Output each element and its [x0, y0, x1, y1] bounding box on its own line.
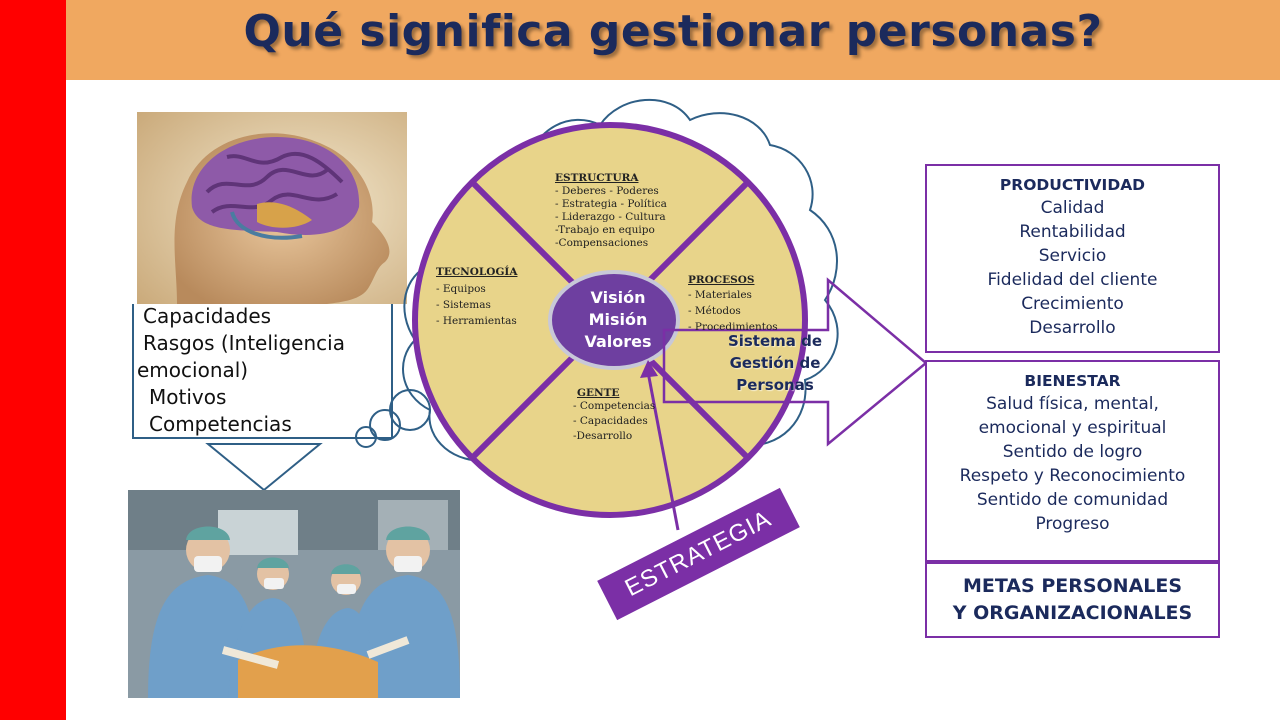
- bienestar-item: Sentido de logro: [1002, 442, 1143, 462]
- bienestar-item: Sentido de comunidad: [976, 490, 1169, 510]
- trait-capacidades: Capacidades: [143, 304, 272, 328]
- segment-estructura: ESTRUCTURA - Deberes - Poderes - Estrate…: [555, 172, 667, 250]
- trait-emocional: emocional): [137, 358, 249, 382]
- gente-item: - Competencias: [573, 400, 656, 412]
- center-mision: Misión: [588, 310, 648, 329]
- estructura-item: - Deberes - Poderes: [555, 185, 659, 197]
- title-bar: [66, 0, 1280, 80]
- gente-heading: GENTE: [577, 387, 620, 399]
- productividad-item: Rentabilidad: [1019, 222, 1126, 242]
- metas-line: Y ORGANIZACIONALES: [952, 602, 1193, 624]
- procesos-item: - Materiales: [688, 289, 752, 301]
- left-red-bar: [0, 0, 66, 720]
- gente-item: - Capacidades: [573, 415, 648, 427]
- system-label-line: Sistema de: [727, 332, 823, 350]
- system-label: Sistema de Gestión de Personas: [710, 330, 840, 396]
- estructura-item: - Estrategia - Política: [555, 198, 667, 210]
- traits-list: Capacidades Rasgos (Inteligencia emocion…: [137, 303, 345, 438]
- procesos-heading: PROCESOS: [688, 274, 755, 286]
- bienestar-heading: BIENESTAR: [1024, 372, 1121, 390]
- productividad-item: Crecimiento: [1021, 294, 1124, 314]
- bienestar-item: Respeto y Reconocimiento: [959, 466, 1186, 486]
- gente-item: -Desarrollo: [573, 430, 633, 442]
- thought-cloud: [402, 99, 839, 501]
- segment-tecnologia: TECNOLOGÍA - Equipos - Sistemas - Herram…: [436, 266, 517, 328]
- procesos-item: - Métodos: [688, 305, 741, 317]
- slide-title: Qué significa gestionar personas?: [243, 6, 1103, 57]
- tecnologia-item: - Herramientas: [436, 315, 517, 327]
- surgery-team-image: [128, 490, 460, 698]
- center-valores: Valores: [584, 332, 652, 351]
- bienestar-item: Salud física, mental,: [986, 394, 1159, 414]
- metas-line: METAS PERSONALES: [962, 575, 1183, 597]
- bienestar-item: emocional y espiritual: [978, 418, 1167, 438]
- bienestar-item: Progreso: [1035, 514, 1110, 534]
- tecnologia-item: - Equipos: [436, 283, 486, 295]
- estructura-item: -Compensaciones: [555, 237, 649, 249]
- segment-gente: GENTE - Competencias - Capacidades -Desa…: [573, 387, 655, 443]
- estructura-item: -Trabajo en equipo: [555, 224, 655, 236]
- productividad-item: Desarrollo: [1029, 318, 1116, 338]
- trait-competencias: Competencias: [149, 412, 292, 436]
- trait-rasgos: Rasgos (Inteligencia: [143, 331, 345, 355]
- productividad-heading: PRODUCTIVIDAD: [999, 176, 1146, 194]
- estructura-item: - Liderazgo - Cultura: [555, 211, 666, 223]
- productividad-item: Servicio: [1038, 246, 1107, 266]
- productividad-item: Calidad: [1040, 198, 1105, 218]
- tecnologia-item: - Sistemas: [436, 299, 491, 311]
- system-label-line: Gestión de: [729, 354, 821, 372]
- trait-motivos: Motivos: [149, 385, 227, 409]
- estructura-heading: ESTRUCTURA: [555, 172, 639, 184]
- metas-box: METAS PERSONALES Y ORGANIZACIONALES: [925, 562, 1220, 638]
- center-vision: Visión: [590, 288, 646, 307]
- tecnologia-heading: TECNOLOGÍA: [436, 266, 518, 278]
- productividad-item: Fidelidad del cliente: [987, 270, 1158, 290]
- brain-head-image: [137, 112, 407, 304]
- productividad-box: PRODUCTIVIDAD Calidad Rentabilidad Servi…: [925, 164, 1220, 353]
- procesos-item: - Procedimientos: [688, 321, 778, 333]
- bienestar-box: BIENESTAR Salud física, mental, emociona…: [925, 360, 1220, 562]
- wheel-center-values: Visión Misión Valores: [553, 287, 683, 353]
- segment-procesos: PROCESOS - Materiales - Métodos - Proced…: [688, 274, 778, 334]
- system-label-line: Personas: [736, 376, 814, 394]
